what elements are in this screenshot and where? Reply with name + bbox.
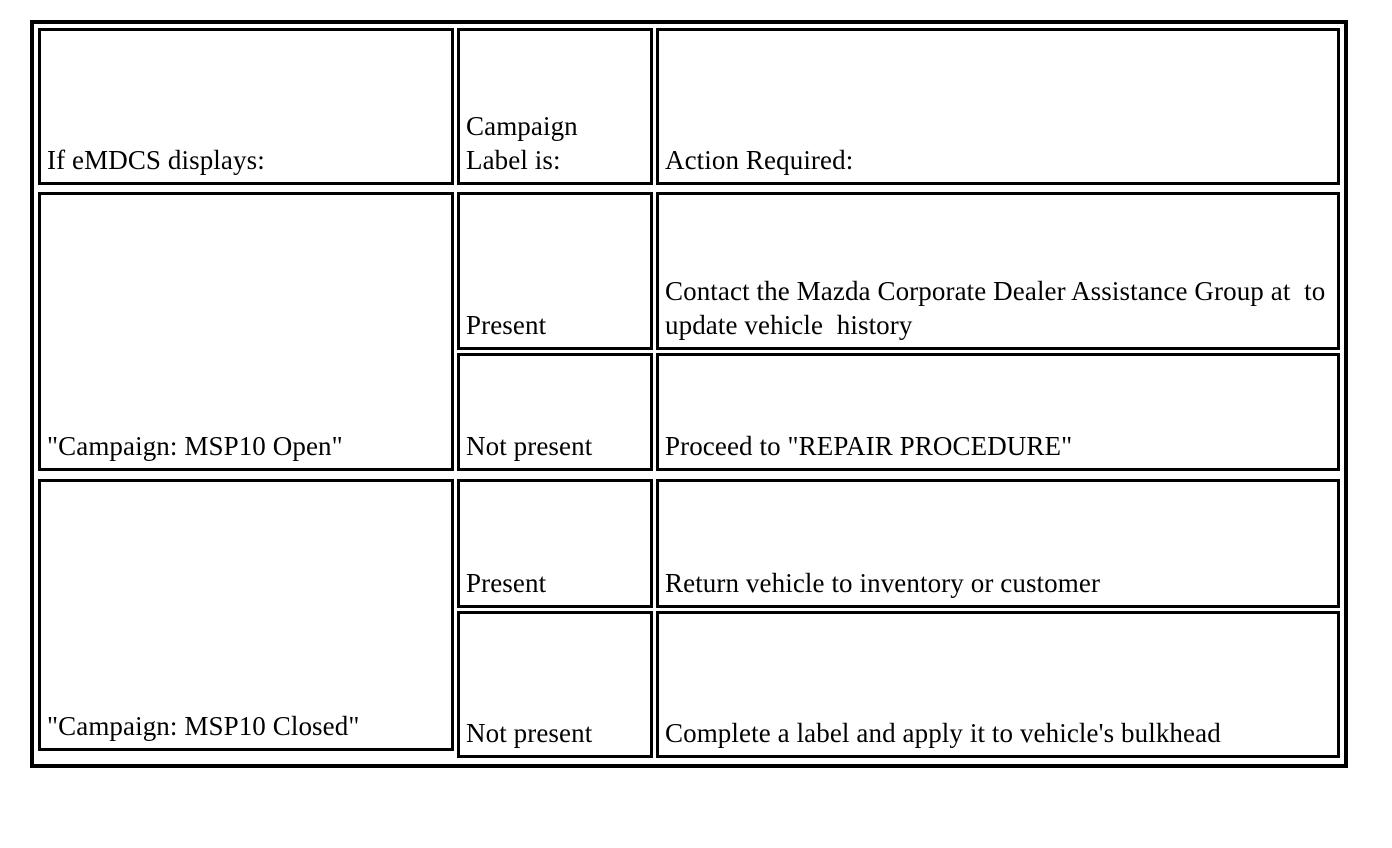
action-open-present: Contact the Mazda Corporate Dealer Assis… bbox=[656, 192, 1340, 350]
action-text: Return vehicle to inventory or customer bbox=[665, 568, 1101, 599]
label-state-closed-not-present: Not present bbox=[457, 611, 653, 758]
label-state-text: Not present bbox=[466, 718, 593, 749]
header-cell-campaign-label: Campaign Label is: bbox=[457, 28, 653, 185]
label-state-text: Present bbox=[466, 568, 547, 599]
condition-text-open: "Campaign: MSP10 Open" bbox=[47, 431, 343, 462]
action-closed-present: Return vehicle to inventory or customer bbox=[656, 479, 1340, 608]
header-campaign-label: Campaign Label is: bbox=[466, 110, 585, 176]
action-text: Complete a label and apply it to vehicle… bbox=[665, 718, 1221, 749]
header-action-label: Action Required: bbox=[665, 145, 854, 176]
table-row-condition-open: "Campaign: MSP10 Open" bbox=[38, 192, 454, 471]
action-closed-not-present: Complete a label and apply it to vehicle… bbox=[656, 611, 1340, 758]
header-condition-label: If eMDCS displays: bbox=[47, 145, 265, 176]
header-cell-condition: If eMDCS displays: bbox=[38, 28, 454, 185]
action-text: Proceed to "REPAIR PROCEDURE" bbox=[665, 431, 1073, 462]
table-row-condition-closed: "Campaign: MSP10 Closed" bbox=[38, 479, 454, 751]
label-state-text: Present bbox=[466, 310, 547, 341]
label-state-open-present: Present bbox=[457, 192, 653, 350]
label-state-open-not-present: Not present bbox=[457, 353, 653, 471]
label-state-text: Not present bbox=[466, 431, 593, 462]
action-text: Contact the Mazda Corporate Dealer Assis… bbox=[665, 275, 1333, 341]
condition-text-closed: "Campaign: MSP10 Closed" bbox=[47, 711, 360, 742]
action-open-not-present: Proceed to "REPAIR PROCEDURE" bbox=[656, 353, 1340, 471]
label-state-closed-present: Present bbox=[457, 479, 653, 608]
header-cell-action: Action Required: bbox=[656, 28, 1340, 185]
decision-table: If eMDCS displays: Campaign Label is: Ac… bbox=[30, 20, 1348, 768]
